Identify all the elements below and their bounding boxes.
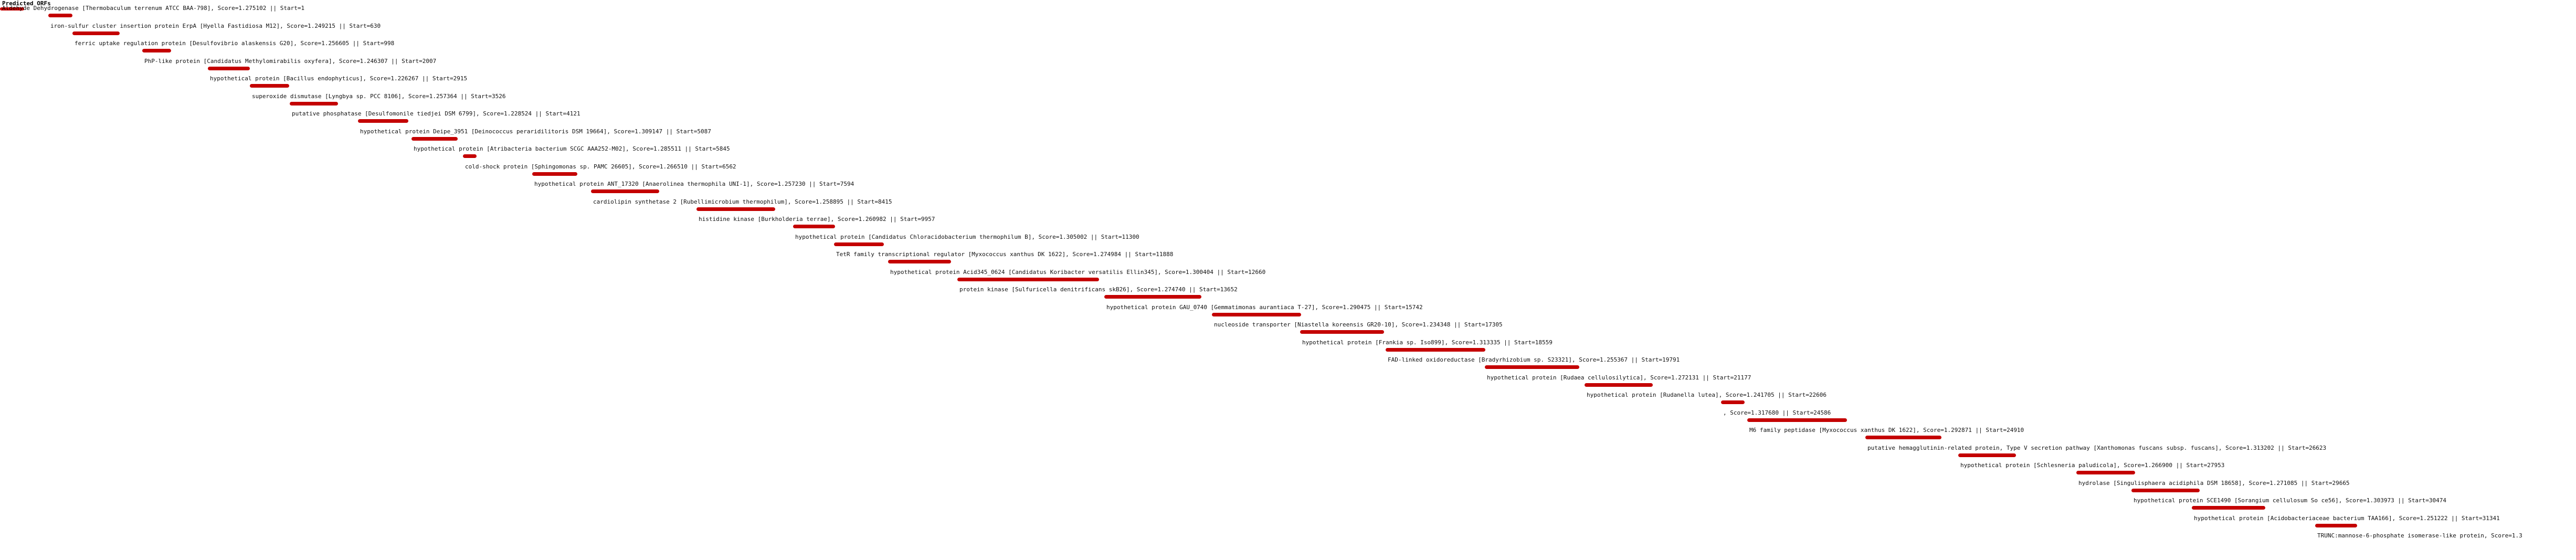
orf-label: , Score=1.317680 || Start=24586 (1723, 409, 1831, 416)
orf-label: hydrolase [Singulisphaera acidiphila DSM… (2078, 479, 2350, 487)
orf-bar (2131, 488, 2200, 492)
orf-bar (1212, 312, 1301, 316)
orf-bar (1721, 400, 1745, 404)
orf-bar (250, 84, 289, 88)
orf-label: Aldehyde Dehydrogenase [Thermobaculum te… (2, 5, 305, 12)
orf-bar (2315, 523, 2357, 527)
orf-bar (793, 225, 835, 228)
orf-label: TRUNC:mannose-6-phosphate isomerase-like… (2317, 532, 2522, 539)
orf-label: hypothetical protein Acid345_0624 [Candi… (890, 268, 1266, 276)
orf-label: putative phosphatase [Desulfomonile tied… (292, 110, 580, 117)
orf-bar (2076, 471, 2135, 474)
orf-label: nucleoside transporter [Niastella koreen… (1214, 321, 1503, 328)
orf-label: hypothetical protein [Acidobacteriaceae … (2194, 514, 2500, 522)
orf-bar (72, 31, 120, 35)
orf-bar (888, 260, 951, 263)
orf-label: hypothetical protein Deipe_3951 [Deinoco… (360, 128, 711, 135)
orf-label: iron-sulfur cluster insertion protein Er… (50, 22, 381, 29)
orf-bar (696, 207, 775, 211)
title-underline-bar (0, 7, 24, 10)
orf-label: hypothetical protein [Rudanella lutea], … (1587, 392, 1827, 398)
orf-label: hypothetical protein [Bacillus endophyti… (210, 75, 468, 82)
orf-label: cardiolipin synthetase 2 [Rubellimicrobi… (593, 198, 892, 205)
orf-label: hypothetical protein SCE1490 [Sorangium … (2134, 497, 2447, 504)
orf-bar (463, 154, 477, 158)
orf-label: PhP-like protein [Candidatus Methylomira… (144, 57, 437, 65)
orf-label: hypothetical protein [Candidatus Chlorac… (795, 233, 1139, 240)
orf-label: hypothetical protein [Rudaea cellulosily… (1487, 374, 1751, 381)
orf-bar (1104, 295, 1201, 299)
orf-bar (1865, 436, 1941, 439)
orf-label: protein kinase [Sulfuricella denitrifica… (959, 286, 1238, 293)
orf-bar (1747, 418, 1847, 422)
orf-bar (2192, 506, 2265, 510)
orf-bar (834, 242, 884, 246)
orf-label: hypothetical protein [Atribacteria bacte… (414, 145, 730, 152)
orf-label: cold-shock protein [Sphingomonas sp. PAM… (465, 163, 736, 170)
orf-bar (208, 66, 250, 70)
orf-bar (591, 189, 659, 193)
orf-label: hypothetical protein ANT_17320 [Anaeroli… (534, 181, 854, 187)
orf-label: hypothetical protein [Schlesneria paludi… (1960, 462, 2225, 469)
orf-label: superoxide dismutase [Lyngbya sp. PCC 81… (252, 92, 506, 100)
orf-label: TetR family transcriptional regulator [M… (836, 251, 1174, 258)
diagram-title: Predicted ORFs (2, 0, 51, 7)
orf-bar (1386, 347, 1485, 352)
orf-label: M6 family peptidase [Myxococcus xanthus … (1749, 427, 2024, 434)
orf-label: histidine kinase [Burkholderia terrae], … (699, 216, 935, 223)
orf-label: FAD-linked oxidoreductase [Bradyrhizobiu… (1388, 356, 1680, 363)
orf-bar (1485, 365, 1579, 369)
orf-bar (290, 101, 338, 105)
orf-label: putative hemagglutinin-related protein, … (1867, 444, 2327, 451)
orf-bar (532, 172, 577, 176)
orf-bar (1958, 453, 2016, 457)
orf-bar (1300, 330, 1384, 334)
orf-bar (1585, 383, 1653, 387)
orf-label: hypothetical protein GAU_0740 [Gemmatimo… (1106, 303, 1423, 311)
orf-bar (142, 49, 171, 52)
orf-bar (358, 119, 408, 123)
orf-bar (957, 277, 1099, 281)
orf-label: hypothetical protein [Frankia sp. Iso899… (1302, 339, 1553, 346)
orf-bar (411, 136, 458, 141)
orf-label: ferric uptake regulation protein [Desulf… (75, 40, 395, 47)
orf-bar (48, 14, 72, 17)
